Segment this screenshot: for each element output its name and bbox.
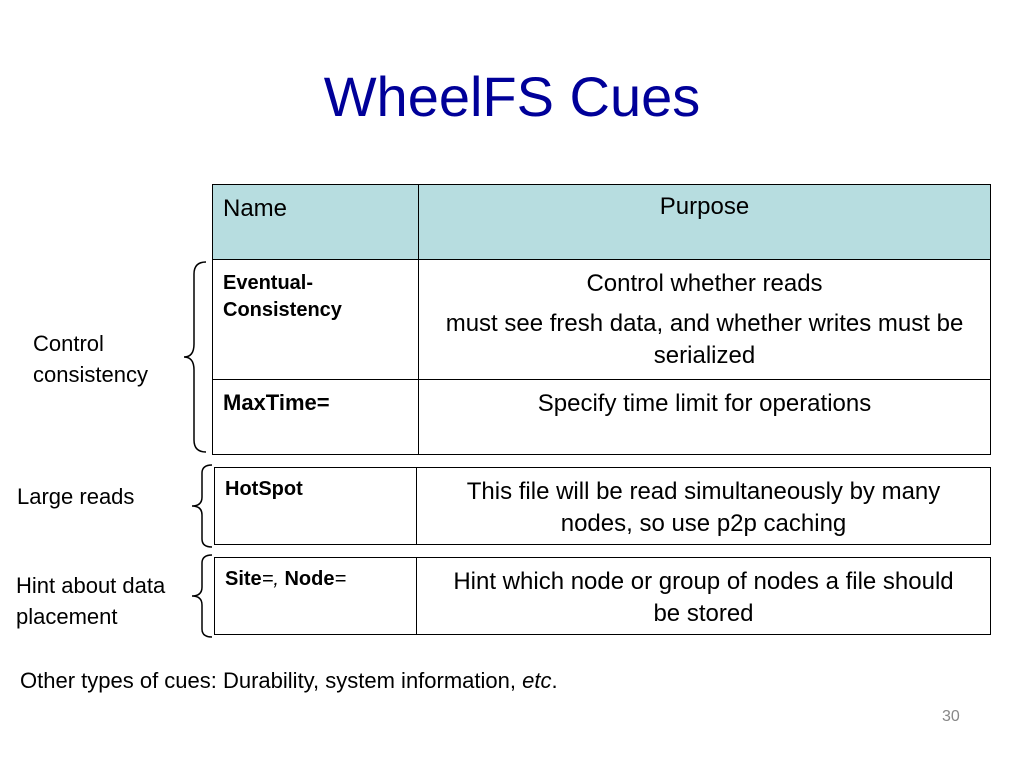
cue-name-eq: = xyxy=(334,568,347,590)
brace-icon xyxy=(191,464,213,548)
footer-italic: etc xyxy=(522,668,552,693)
cue-name-hotspot: HotSpot xyxy=(214,467,417,545)
purpose-line: must see fresh data, and whether writes … xyxy=(445,310,964,369)
table-header-row: Name Purpose xyxy=(212,184,991,260)
cue-name-eventual-consistency: Eventual-Consistency xyxy=(212,259,419,380)
purpose-line: Control whether reads xyxy=(586,270,823,297)
brace-icon xyxy=(191,554,213,638)
table-row: Eventual-Consistency Control whether rea… xyxy=(212,259,991,380)
header-purpose: Purpose xyxy=(418,184,991,260)
cue-table-main: Name Purpose Eventual-Consistency Contro… xyxy=(212,184,991,455)
side-label-large-reads: Large reads xyxy=(17,484,135,509)
cue-purpose-eventual-consistency: Control whether reads must see fresh dat… xyxy=(418,259,991,380)
table-row: HotSpot This file will be read simultane… xyxy=(214,467,991,545)
cue-purpose-hotspot: This file will be read simultaneously by… xyxy=(416,467,991,545)
table-row: MaxTime= Specify time limit for operatio… xyxy=(212,379,991,455)
cue-name-site-node: Site=, Node= xyxy=(214,557,417,635)
cue-name-maxtime: MaxTime= xyxy=(212,379,419,455)
side-label-control-consistency: Control consistency xyxy=(33,331,148,387)
table-row: Site=, Node= Hint which node or group of… xyxy=(214,557,991,635)
cue-name-site: Site xyxy=(225,568,262,590)
side-label-hint-placement: Hint about data placement xyxy=(16,573,166,629)
header-name: Name xyxy=(212,184,419,260)
footer-note: Other types of cues: Durability, system … xyxy=(20,668,558,694)
cue-table-hotspot: HotSpot This file will be read simultane… xyxy=(214,467,991,545)
footer-text: Other types of cues: Durability, system … xyxy=(20,668,523,693)
cue-name-eq: =, xyxy=(261,568,285,590)
slide-title: WheelFS Cues xyxy=(323,65,701,128)
cue-name-node: Node xyxy=(284,568,335,590)
footer-period: . xyxy=(551,668,558,693)
page-number: 30 xyxy=(942,708,960,725)
cue-purpose-maxtime: Specify time limit for operations xyxy=(418,379,991,455)
cue-purpose-site-node: Hint which node or group of nodes a file… xyxy=(416,557,991,635)
brace-icon xyxy=(183,261,207,453)
cue-table-site: Site=, Node= Hint which node or group of… xyxy=(214,557,991,635)
